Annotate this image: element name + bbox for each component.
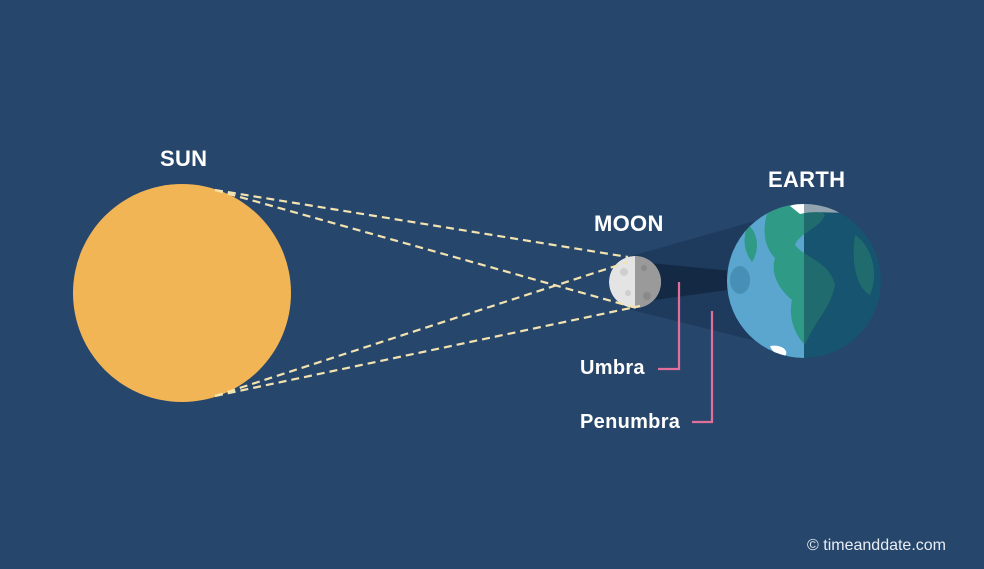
sun-label: SUN (160, 146, 208, 171)
sun-rays (214, 188, 641, 398)
umbra-label: Umbra (580, 357, 645, 379)
earth-label: EARTH (768, 167, 846, 192)
umbra-cone (640, 262, 742, 302)
sun-disc (73, 184, 291, 402)
ray-top-outer (214, 188, 629, 259)
copyright-credit: © timeanddate.com (807, 537, 946, 554)
umbra-callout-line (658, 282, 681, 371)
moon-label: MOON (594, 211, 664, 236)
ray-bottom-outer (214, 304, 641, 398)
ray-top-inner (214, 188, 641, 311)
ray-bottom-inner (214, 260, 629, 398)
penumbra-label: Penumbra (580, 411, 681, 433)
penumbra-callout-line (692, 311, 714, 424)
